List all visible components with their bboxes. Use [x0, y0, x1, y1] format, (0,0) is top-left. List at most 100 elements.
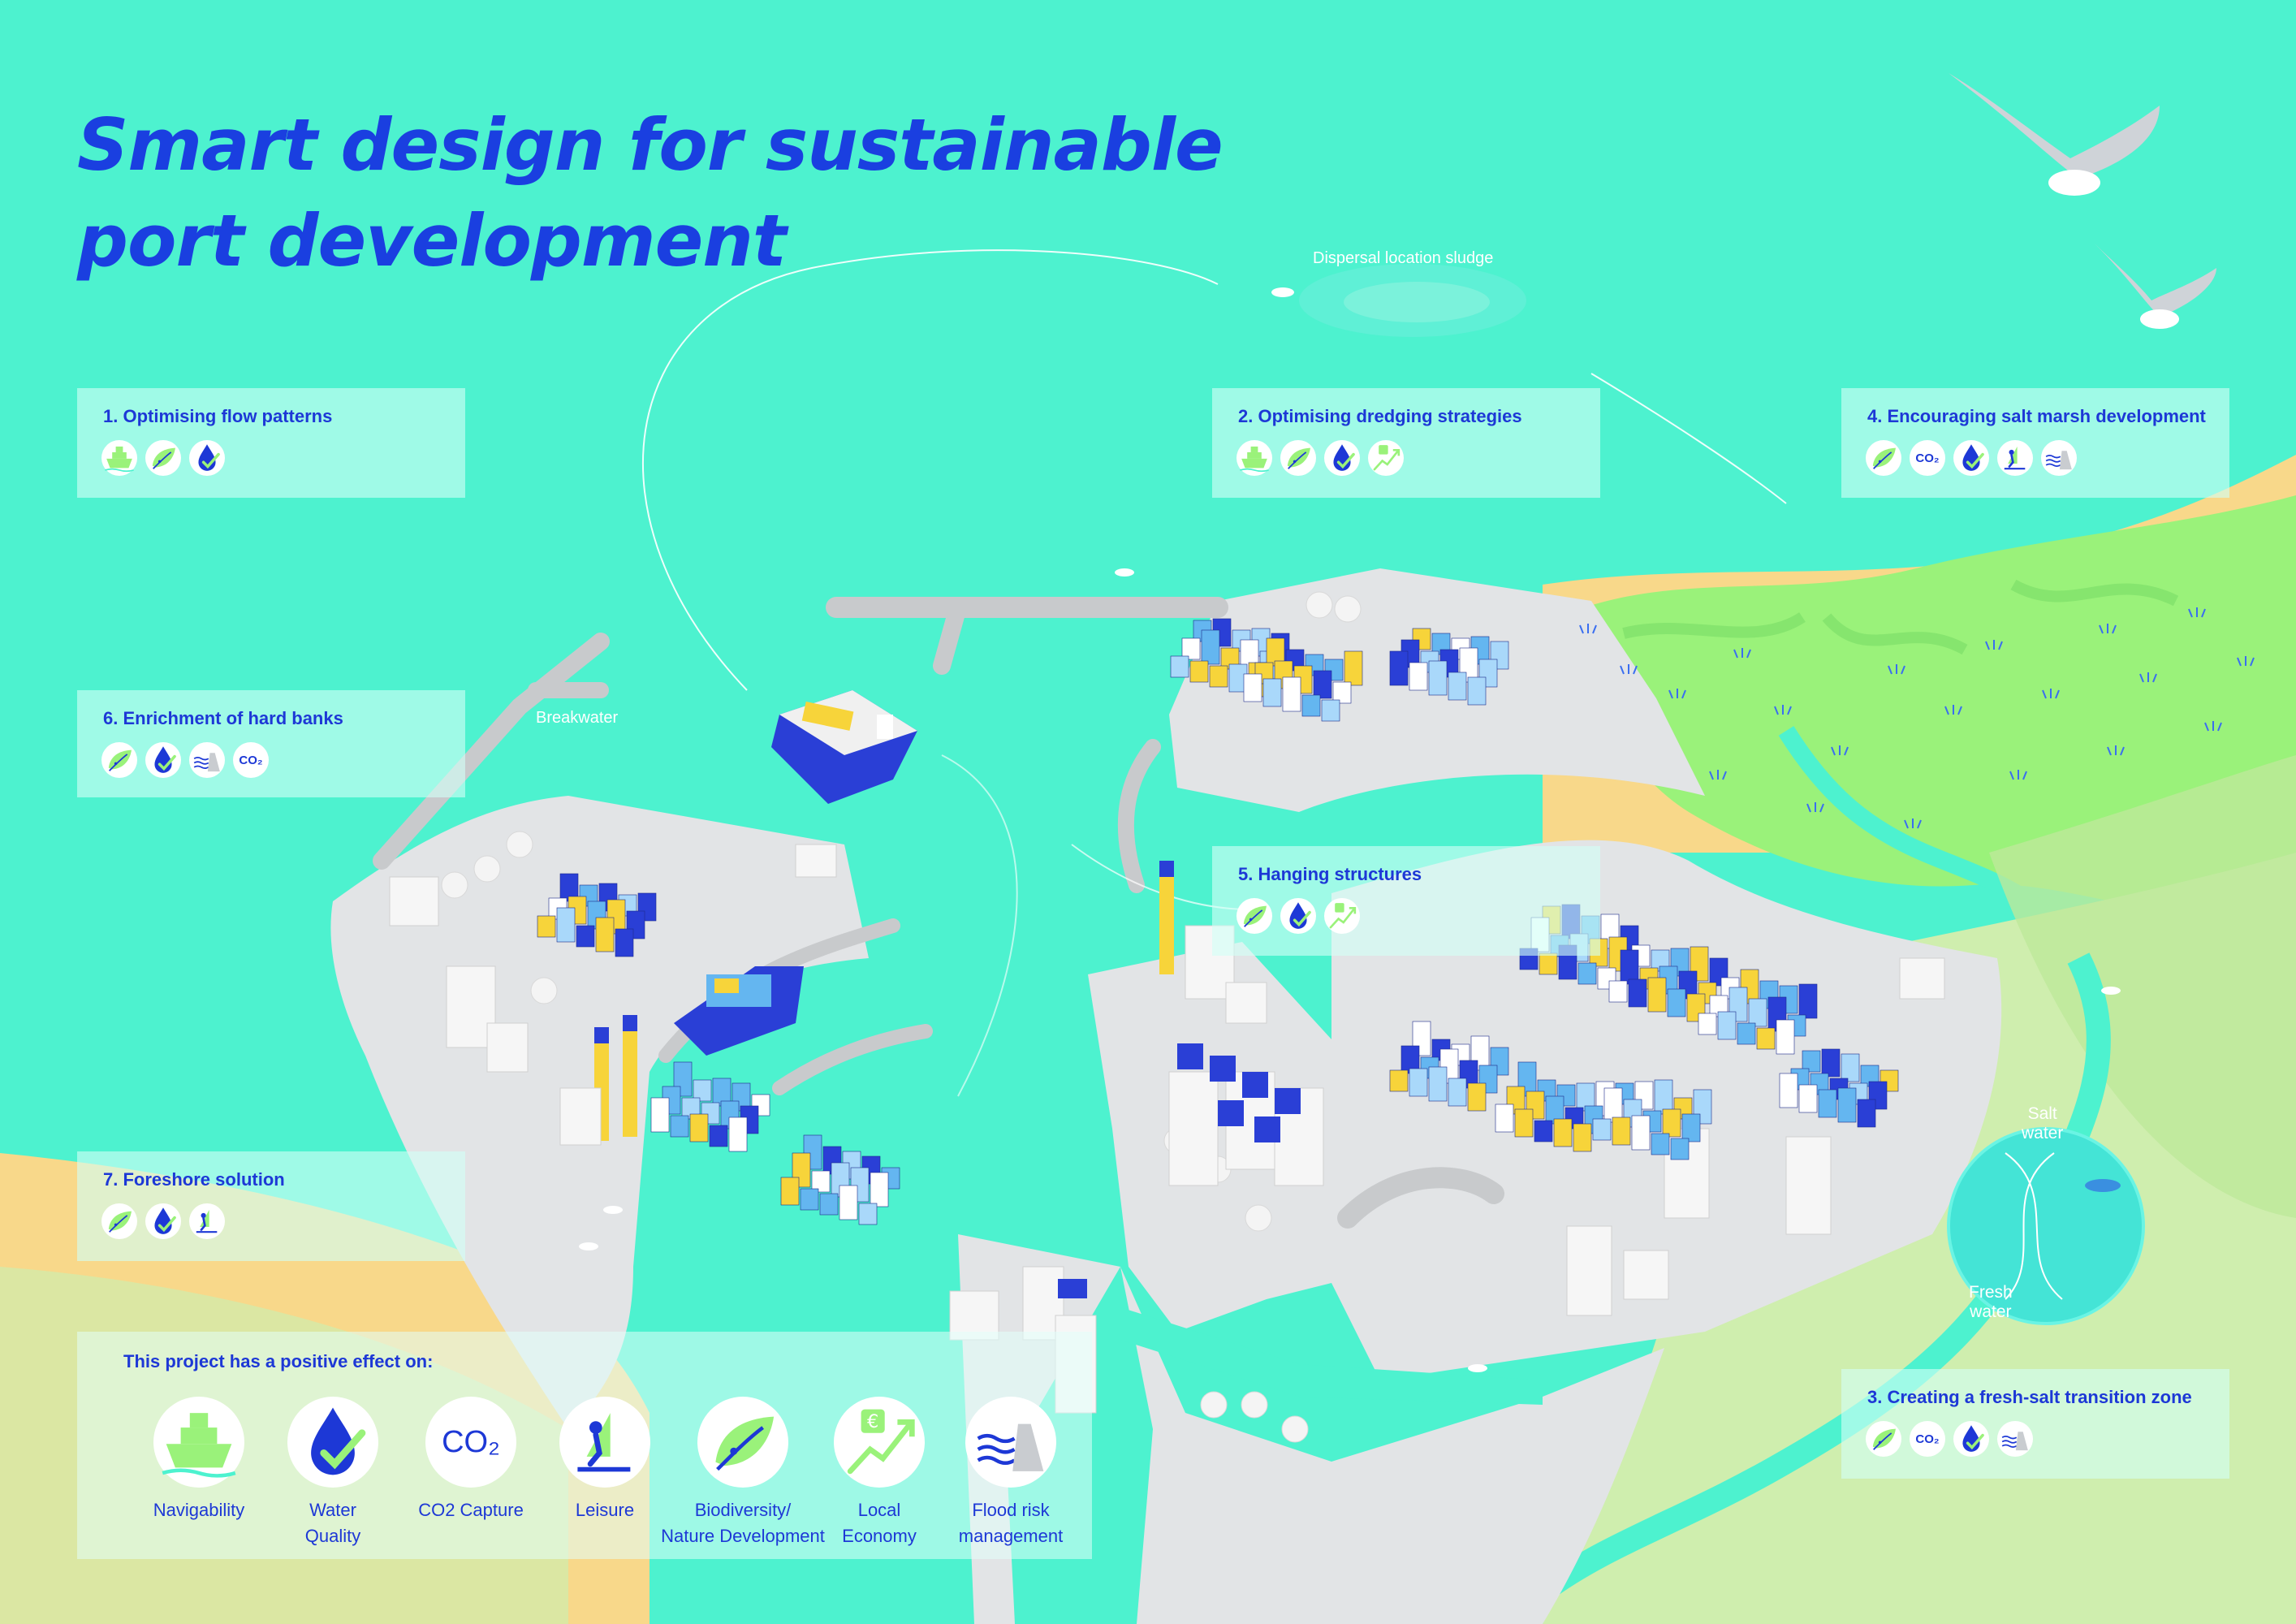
water-quality-icon: [189, 440, 225, 476]
effects-title: This project has a positive effect on:: [123, 1351, 434, 1371]
co2-capture-icon: CO₂: [425, 1397, 516, 1488]
effect-navigability: Navigability: [110, 1397, 288, 1523]
panel-title: 5. Hanging structures: [1238, 864, 1422, 884]
container-block: [576, 925, 595, 948]
container-block: [1321, 699, 1340, 722]
container-block: [1776, 1019, 1795, 1055]
container-block: [1802, 1050, 1821, 1073]
container-block: [1409, 662, 1428, 691]
breakwater-label: Breakwater: [536, 709, 619, 727]
container-block: [1282, 676, 1301, 712]
local-economy-icon: [1368, 440, 1404, 476]
salt-word: Salt: [2027, 1104, 2057, 1123]
grass-tuft: [2099, 624, 2117, 634]
panel-title: 3. Creating a fresh-salt transition zone: [1867, 1387, 2192, 1407]
fresh-water-word: water: [1970, 1302, 2012, 1321]
grass-tuft: [2107, 745, 2125, 756]
effect-caption: Leisure: [516, 1497, 694, 1523]
panel-title: 1. Optimising flow patterns: [103, 406, 333, 426]
grass-tuft: [2237, 656, 2255, 667]
water-quality-icon: [145, 1203, 181, 1239]
biodiversity-icon: [1236, 898, 1272, 934]
grass-tuft: [1806, 802, 1824, 813]
panel-icons: [101, 1203, 225, 1239]
container-block: [1592, 1118, 1612, 1141]
biodiversity-icon: [101, 1203, 137, 1239]
caption-line-1: Navigability: [153, 1500, 245, 1520]
leisure-icon: [189, 1203, 225, 1239]
effect-caption: Biodiversity/Nature Development: [654, 1497, 832, 1549]
container-block: [595, 917, 615, 952]
container-block: [1717, 1011, 1737, 1040]
container-block: [1389, 1069, 1409, 1092]
container-block: [1448, 672, 1467, 701]
container-block: [839, 1185, 858, 1220]
seagull-large-1: [1949, 73, 2160, 196]
panel-fresh-salt-transition-zone: 3. Creating a fresh-salt transition zone…: [1841, 1369, 2229, 1479]
grass-tuft: [1733, 648, 1751, 659]
container-block: [1409, 1068, 1428, 1097]
river: [1535, 952, 2111, 1602]
container-block: [1841, 1053, 1860, 1082]
container-block: [1181, 637, 1201, 660]
container-block: [1467, 676, 1487, 706]
salt-marsh: [1559, 495, 2296, 919]
grass-tuft: [1668, 689, 1686, 699]
container-block: [1698, 1013, 1717, 1035]
co2-capture-icon: CO₂: [1910, 1421, 1945, 1457]
fresh-word: Fresh: [1969, 1283, 2013, 1302]
caption-line-1: Water: [309, 1500, 356, 1520]
container-block: [1553, 1118, 1573, 1147]
container-block: [1201, 629, 1220, 665]
grass-tuft: [1904, 818, 1922, 829]
flood-risk-icon: [1997, 1421, 2033, 1457]
panel-enrichment-of-hard-banks: 6. Enrichment of hard banks CO₂: [77, 690, 465, 797]
container-block: [1389, 650, 1409, 686]
container-block: [1798, 1084, 1818, 1113]
container-block: [800, 1188, 819, 1211]
caption-line-2: Nature Development: [661, 1526, 825, 1546]
seagull-small: [579, 287, 2121, 1372]
panel-optimising-flow-patterns: 1. Optimising flow patterns: [77, 388, 465, 498]
grass-tuft: [1709, 770, 1727, 780]
container-block: [1313, 670, 1332, 699]
solar-roofs: [1058, 1043, 1301, 1298]
container-block: [780, 1177, 800, 1206]
container-block: [1818, 1089, 1837, 1118]
container-block: [1428, 1066, 1448, 1102]
grass-tuft: [1620, 664, 1638, 675]
container-block: [1681, 1113, 1701, 1142]
panel-icons: [1236, 898, 1360, 934]
grass-tuft: [1579, 624, 1597, 634]
water-quality-icon: [145, 742, 181, 778]
marsh-grass: [1579, 607, 2255, 829]
container-block: [1612, 1116, 1631, 1146]
grass-tuft: [1985, 640, 2003, 650]
biodiversity-icon: [101, 742, 137, 778]
grass-tuft: [2139, 672, 2157, 683]
effect-caption: CO2 Capture: [382, 1497, 560, 1523]
container-block: [1603, 1087, 1623, 1123]
transition-zone: [1947, 1127, 2145, 1325]
container-block: [1737, 1022, 1756, 1045]
panel-icons: CO₂: [1866, 1421, 2033, 1457]
grass-tuft: [2188, 607, 2206, 618]
navigability-icon: [101, 440, 137, 476]
panel-icons: [1236, 440, 1404, 476]
caption-line-1: CO2 Capture: [418, 1500, 524, 1520]
fresh-water-label: Fresh water: [1969, 1283, 2013, 1322]
panel-title: 7. Foreshore solution: [103, 1169, 285, 1190]
container-block: [1467, 1082, 1487, 1112]
container-block: [811, 1170, 831, 1193]
flood-risk-icon: [965, 1397, 1056, 1488]
container-block: [1779, 1073, 1798, 1108]
euro-glyph: €: [867, 1411, 878, 1432]
panel-icons: CO₂: [101, 742, 269, 778]
container-block: [1654, 1079, 1673, 1115]
co2-glyph: CO₂: [239, 753, 263, 767]
biodiversity-icon: [145, 440, 181, 476]
